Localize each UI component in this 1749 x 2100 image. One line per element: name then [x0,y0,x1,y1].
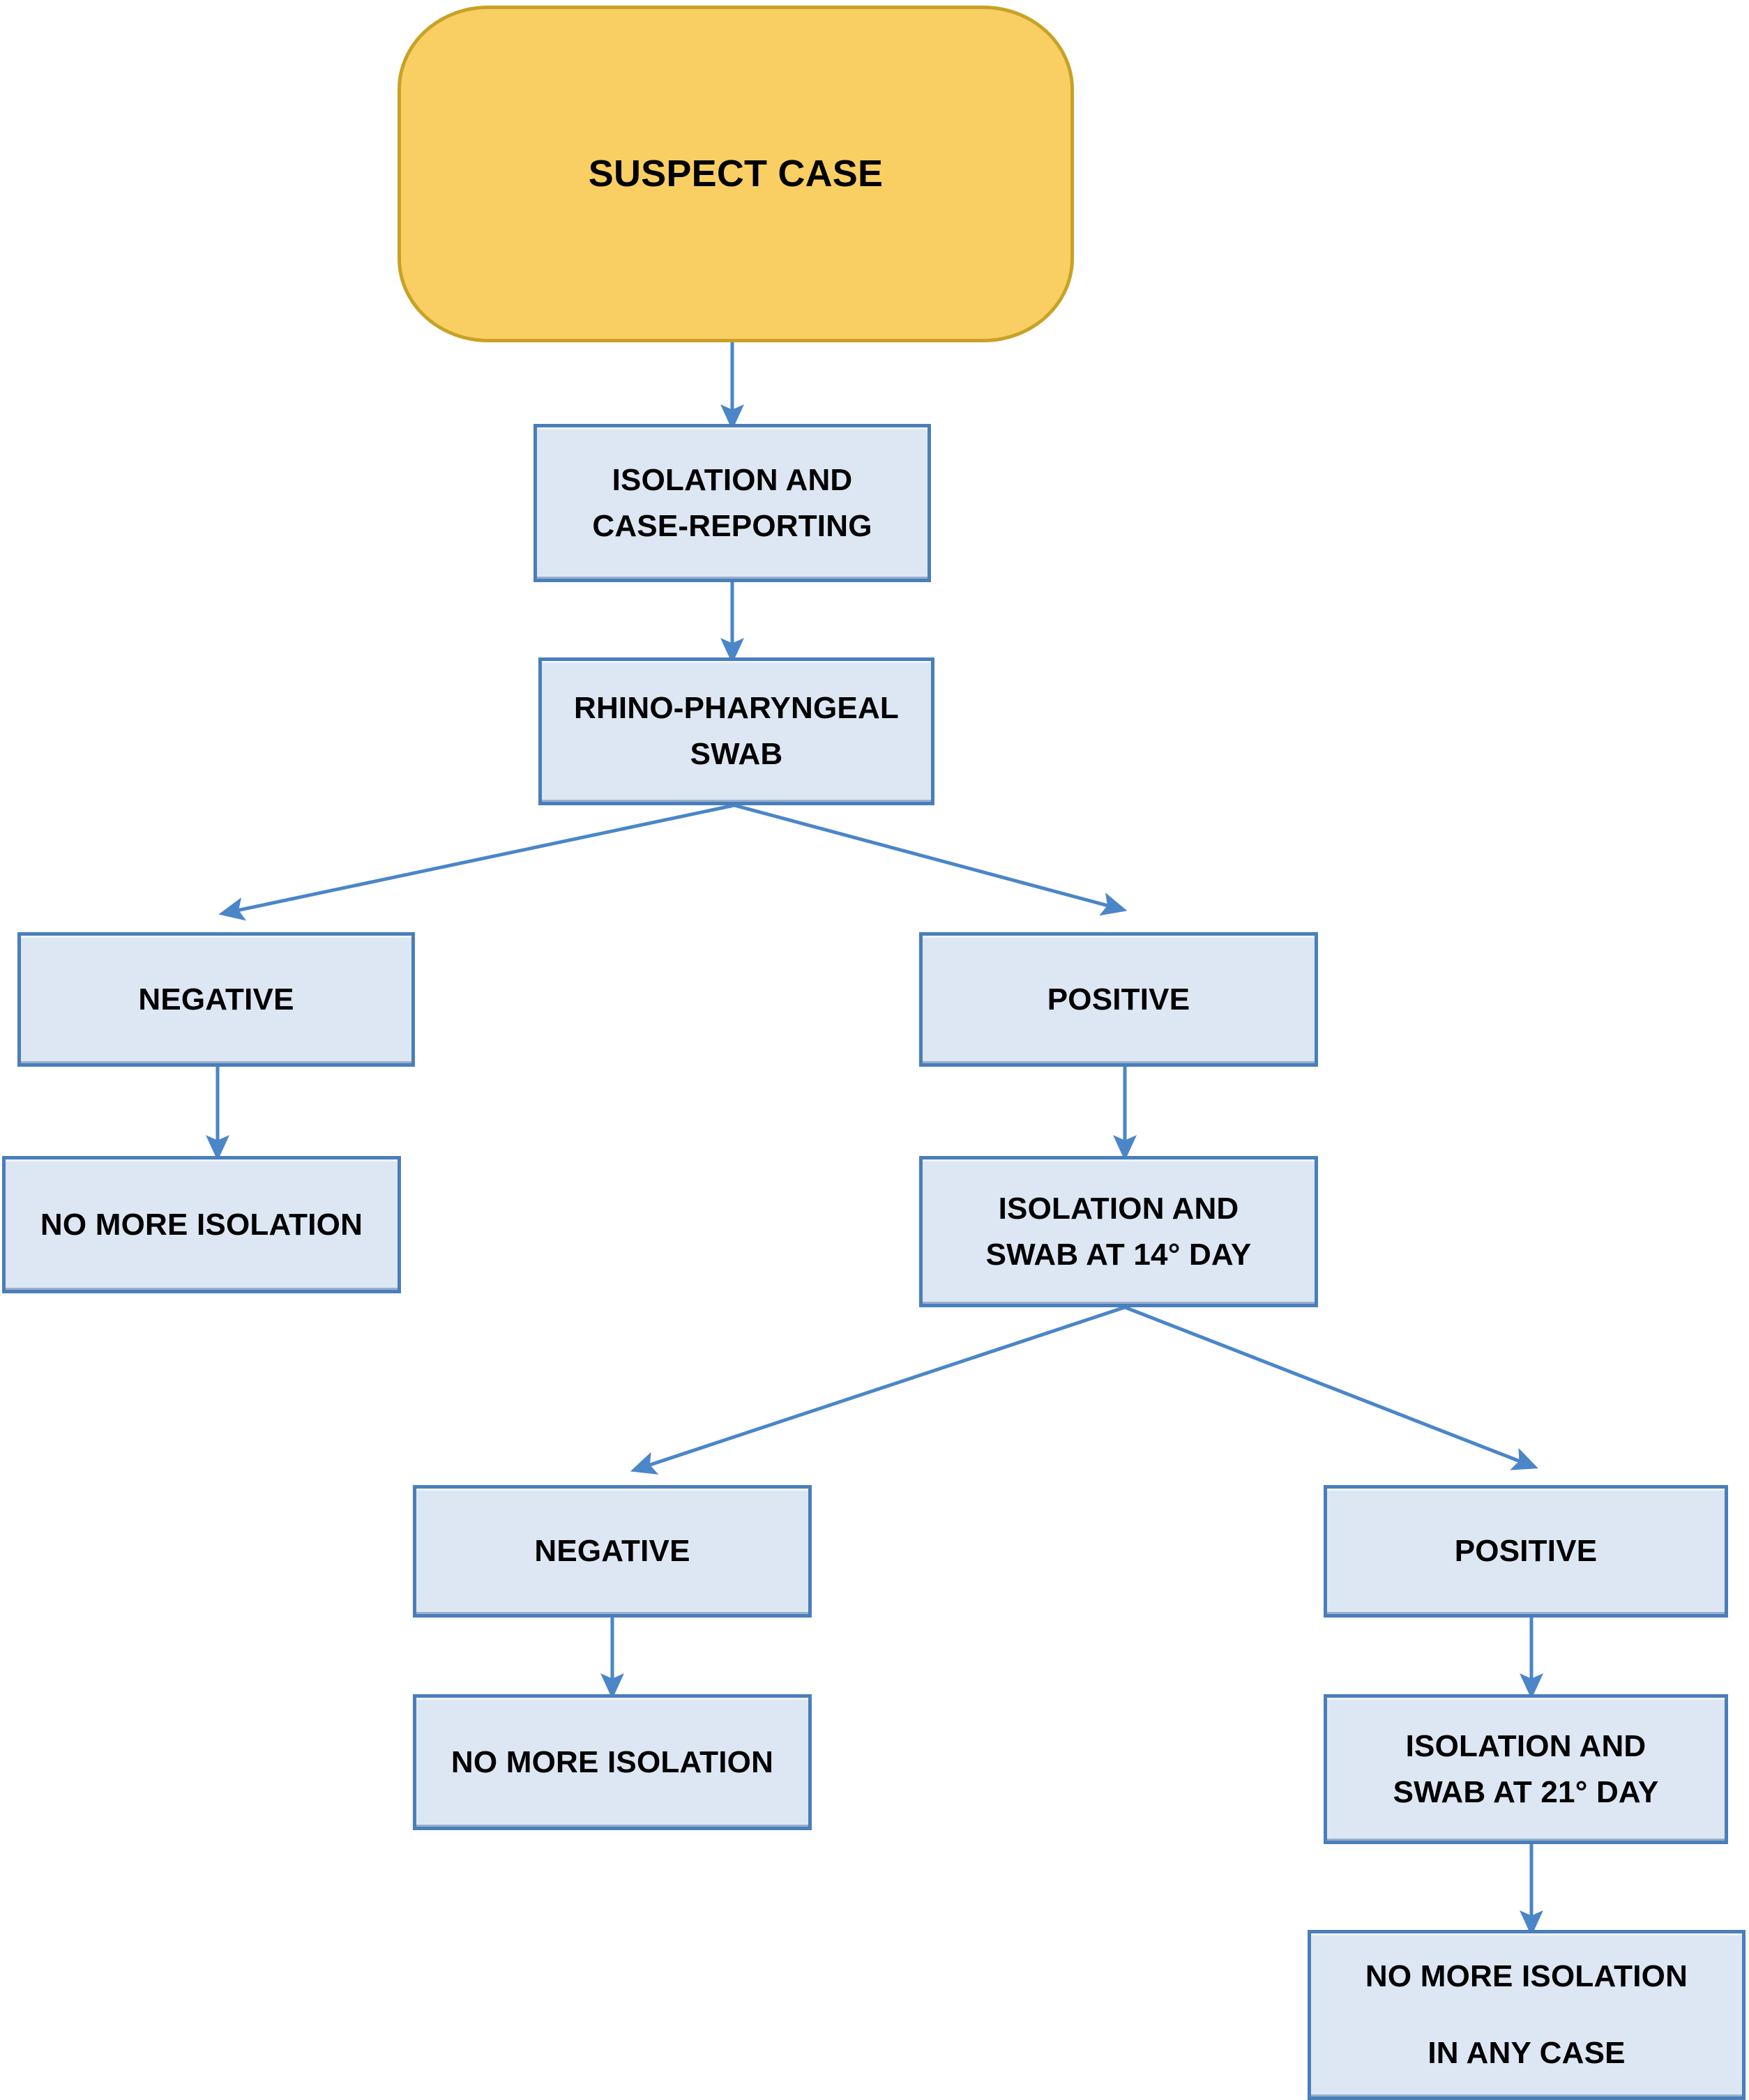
node-positive-2[interactable]: POSITIVE [1324,1485,1728,1618]
node-negative-2[interactable]: NEGATIVE [413,1485,812,1618]
edge-swab-to-negative1 [218,803,735,921]
node-positive-1-label: POSITIVE [1047,982,1190,1017]
node-final-line-1: NO MORE ISOLATION [1365,1959,1688,1994]
node-negative-1[interactable]: NEGATIVE [17,932,415,1067]
edge-swab14-to-negative2 [630,1305,1126,1475]
node-negative-1-label: NEGATIVE [138,982,294,1017]
node-rhino-pharyngeal-swab[interactable]: RHINO-PHARYNGEAL SWAB [538,657,934,805]
node-isolation-and-swab-14[interactable]: ISOLATION AND SWAB AT 14° DAY [919,1156,1318,1307]
node-no-more-isolation-any-case[interactable]: NO MORE ISOLATION IN ANY CASE [1308,1930,1746,2100]
node-isolation-line-1: ISOLATION AND [612,462,853,497]
node-swab14-line-1: ISOLATION AND [998,1191,1239,1226]
node-swab21-line-1: ISOLATION AND [1405,1728,1646,1763]
node-no-more-isolation-2-label: NO MORE ISOLATION [450,1744,774,1779]
node-positive-1[interactable]: POSITIVE [919,932,1318,1067]
node-isolation-and-case-reporting[interactable]: ISOLATION AND CASE-REPORTING [533,424,931,582]
node-isolation-and-swab-21[interactable]: ISOLATION AND SWAB AT 21° DAY [1324,1694,1728,1844]
node-suspect-case-label: SUSPECT CASE [588,153,884,195]
node-no-more-isolation-2[interactable]: NO MORE ISOLATION [413,1694,812,1830]
node-suspect-case[interactable]: SUSPECT CASE [397,6,1074,342]
node-swab21-line-2: SWAB AT 21° DAY [1393,1774,1659,1809]
node-swab-line-2: SWAB [690,737,783,771]
node-positive-2-label: POSITIVE [1454,1534,1598,1568]
node-no-more-isolation-1[interactable]: NO MORE ISOLATION [2,1156,401,1293]
node-no-more-isolation-1-label: NO MORE ISOLATION [40,1207,363,1242]
edge-swab-to-positive1 [734,803,1128,916]
node-final-line-2: IN ANY CASE [1428,2036,1626,2070]
node-isolation-line-2: CASE-REPORTING [592,508,872,543]
node-negative-2-label: NEGATIVE [534,1534,690,1568]
edge-swab14-to-positive2 [1124,1305,1538,1470]
node-swab-line-1: RHINO-PHARYNGEAL [573,691,900,725]
node-swab14-line-2: SWAB AT 14° DAY [985,1237,1252,1272]
